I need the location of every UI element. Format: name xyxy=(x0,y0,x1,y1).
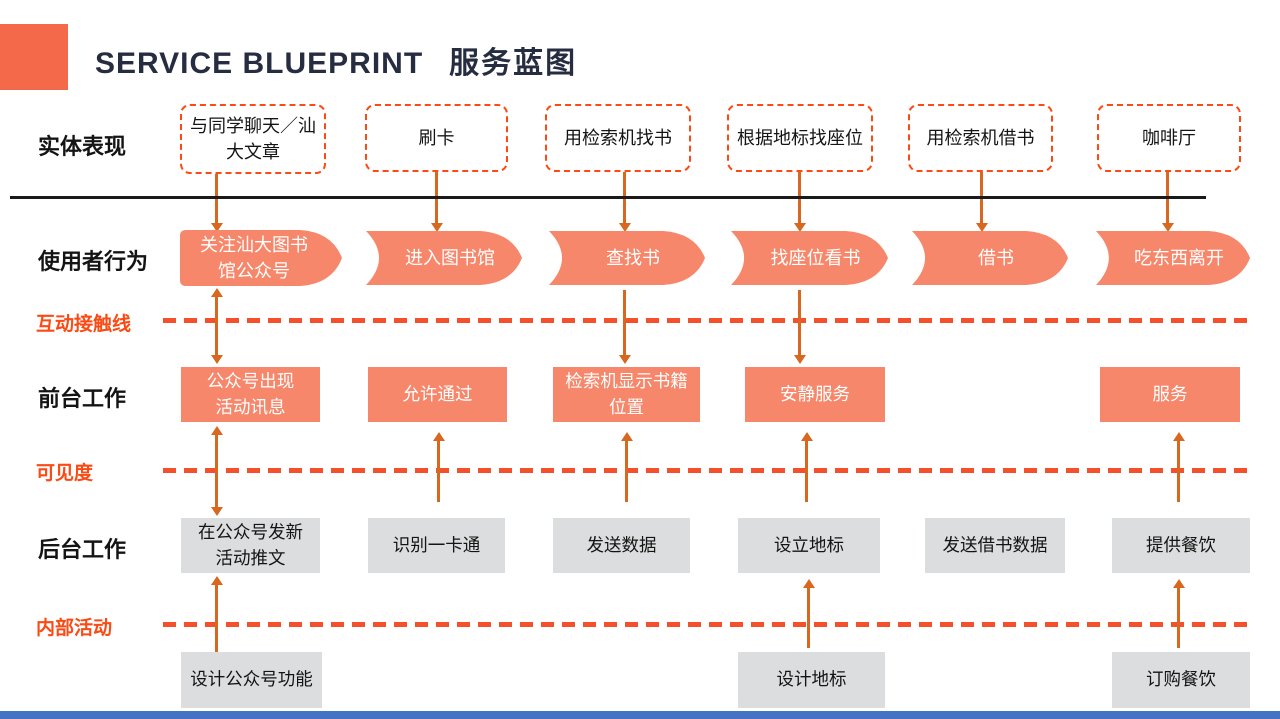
physical-evidence-box: 用检索机借书 xyxy=(908,104,1053,172)
line-of-interaction xyxy=(163,318,1252,323)
user-action-chevron: 借书 xyxy=(912,231,1068,285)
support-label: 设计公众号功能 xyxy=(190,669,313,690)
physical-evidence-box: 用检索机找书 xyxy=(545,104,691,172)
user-action-chevron: 进入图书馆 xyxy=(366,231,522,285)
frontstage-box: 公众号出现 活动讯息 xyxy=(181,367,320,422)
arrow-up-icon xyxy=(432,432,445,502)
physical-evidence-box: 咖啡厅 xyxy=(1097,104,1241,172)
physical-evidence-label: 咖啡厅 xyxy=(1142,127,1196,148)
title-en: SERVICE BLUEPRINT xyxy=(95,47,424,80)
user-action-label: 关注汕大图书 馆公众号 xyxy=(200,234,308,281)
row-label-line-of-interaction: 互动接触线 xyxy=(36,314,132,335)
frontstage-label: 检索机显示书籍 位置 xyxy=(565,371,688,417)
chevron-shape xyxy=(366,231,522,285)
backstage-label: 设立地标 xyxy=(774,534,844,555)
arrow-up-icon xyxy=(802,579,815,648)
backstage-box: 设立地标 xyxy=(738,518,880,573)
user-action-label: 进入图书馆 xyxy=(405,247,495,268)
backstage-box: 提供餐饮 xyxy=(1112,518,1250,573)
row-label-physical-evidence: 实体表现 xyxy=(38,134,127,159)
backstage-label: 发送数据 xyxy=(586,534,657,555)
physical-evidence-box: 刷卡 xyxy=(365,104,508,172)
frontstage-label: 公众号出现 活动讯息 xyxy=(206,371,295,417)
line-of-internal-activity xyxy=(163,622,1252,627)
arrow-double-icon xyxy=(210,288,223,364)
frontstage-box: 安静服务 xyxy=(745,367,885,422)
arrow-up-icon xyxy=(210,576,223,652)
arrow-down-icon xyxy=(793,290,806,364)
arrow-up-icon xyxy=(1172,432,1185,502)
physical-evidence-divider-line xyxy=(10,196,1206,199)
support-box: 设计公众号功能 xyxy=(181,652,322,708)
arrow-up-icon xyxy=(800,432,813,502)
physical-evidence-label: 刷卡 xyxy=(418,127,455,148)
backstage-label: 识别一卡通 xyxy=(392,534,481,555)
frontstage-box: 服务 xyxy=(1100,367,1240,422)
backstage-label: 在公众号发新 活动推文 xyxy=(198,522,303,568)
frontstage-label: 服务 xyxy=(1152,383,1188,404)
chevron-shape xyxy=(180,230,342,286)
bottom-accent-bar xyxy=(0,711,1280,719)
user-action-chevron: 吃东西离开 xyxy=(1096,231,1250,285)
row-label-line-of-visibility: 可见度 xyxy=(36,463,94,484)
row-label-user-actions: 使用者行为 xyxy=(38,249,149,274)
user-action-chevron: 查找书 xyxy=(549,231,705,285)
backstage-box: 在公众号发新 活动推文 xyxy=(181,518,320,573)
physical-evidence-label: 与同学聊天／汕 大文章 xyxy=(190,115,316,162)
frontstage-label: 允许通过 xyxy=(402,383,473,404)
chevron-shape xyxy=(549,231,705,285)
physical-evidence-box: 根据地标找座位 xyxy=(727,104,873,172)
chevron-shape xyxy=(912,231,1068,285)
physical-evidence-label: 用检索机借书 xyxy=(926,127,1035,148)
line-of-visibility xyxy=(163,468,1252,473)
support-label: 订购餐饮 xyxy=(1146,669,1216,690)
support-box: 设计地标 xyxy=(738,652,885,708)
frontstage-box: 允许通过 xyxy=(368,367,507,422)
backstage-box: 发送借书数据 xyxy=(925,518,1065,573)
backstage-box: 发送数据 xyxy=(553,518,690,573)
row-label-internal-activity: 内部活动 xyxy=(36,618,113,639)
title-zh: 服务蓝图 xyxy=(449,47,578,80)
user-action-label: 借书 xyxy=(978,247,1014,268)
chevron-shape xyxy=(731,231,888,285)
user-action-label: 找座位看书 xyxy=(770,247,861,268)
physical-evidence-box: 与同学聊天／汕 大文章 xyxy=(180,104,326,174)
user-action-label: 查找书 xyxy=(606,247,660,268)
chevron-shape xyxy=(1096,231,1250,285)
user-action-chevron: 找座位看书 xyxy=(731,231,888,285)
frontstage-label: 安静服务 xyxy=(780,383,850,404)
accent-square xyxy=(0,24,68,90)
user-action-label: 吃东西离开 xyxy=(1134,247,1224,268)
arrow-up-icon xyxy=(1172,579,1185,648)
support-label: 设计地标 xyxy=(776,669,847,690)
physical-evidence-label: 根据地标找座位 xyxy=(737,127,863,148)
backstage-box: 识别一卡通 xyxy=(368,518,505,573)
backstage-label: 提供餐饮 xyxy=(1146,534,1216,555)
arrow-down-icon xyxy=(618,290,631,364)
backstage-label: 发送借书数据 xyxy=(942,534,1048,555)
user-action-chevron: 关注汕大图书 馆公众号 xyxy=(180,230,342,286)
row-label-backstage: 后台工作 xyxy=(38,537,127,562)
support-box: 订购餐饮 xyxy=(1112,652,1250,708)
arrow-up-icon xyxy=(620,432,633,502)
arrow-double-icon xyxy=(210,426,223,516)
page-title: SERVICE BLUEPRINT 服务蓝图 xyxy=(95,38,577,82)
frontstage-box: 检索机显示书籍 位置 xyxy=(553,367,700,422)
physical-evidence-label: 用检索机找书 xyxy=(564,127,672,148)
row-label-frontstage: 前台工作 xyxy=(38,386,127,411)
